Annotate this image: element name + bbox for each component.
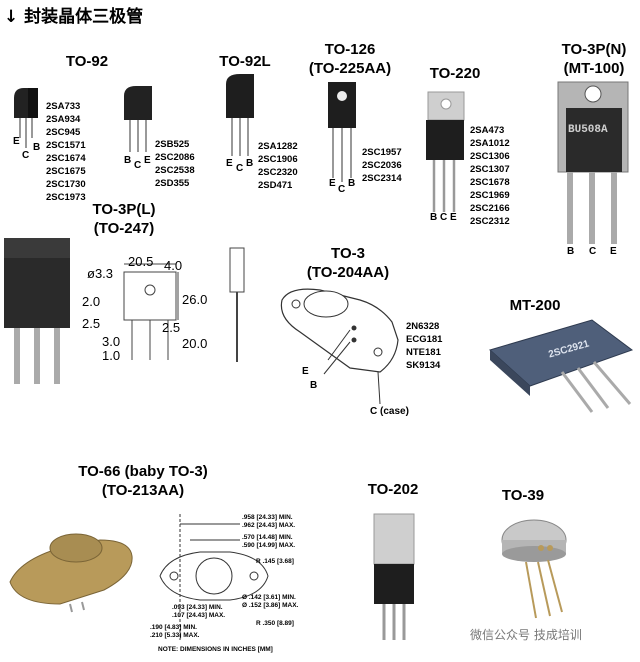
to92b-pin-e: E	[144, 155, 151, 166]
to92-pin-c: C	[22, 150, 30, 161]
to3pl-dim-d: 3.0	[102, 334, 121, 349]
to66-dim-6: R .350 [8.89]	[256, 620, 294, 627]
to3pn-title: TO-3P(N)(MT-100)	[561, 41, 627, 77]
to220-body	[426, 91, 465, 212]
to3-pin-b: B	[310, 380, 318, 391]
to66-dim-5: .093 [24.33] MIN..107 [24.43] MAX.	[172, 604, 226, 619]
to126-body	[328, 82, 356, 182]
title-text: 封装晶体三极管	[24, 7, 144, 27]
to92l-pin-e: E	[226, 158, 233, 169]
to220-title: TO-220	[429, 65, 481, 82]
to66-dim-7: .190 [4.83] MIN..210 [5.33] MAX.	[150, 624, 200, 639]
to3pn-body	[557, 81, 629, 244]
to92-body	[14, 88, 38, 148]
to202-title: TO-202	[367, 481, 419, 498]
to126-pin-c: C	[338, 184, 346, 195]
to3-title: TO-3(TO-204AA)	[306, 245, 390, 281]
to3pl-dim-width: 20.5	[128, 254, 154, 269]
to92b-body	[124, 86, 152, 152]
to3pn-pin-b: B	[567, 246, 575, 257]
watermark: 微信公众号 技成培训	[470, 628, 582, 642]
to3pl-dim-hole: ø3.3	[87, 266, 114, 281]
to3pl-dim-c: 2.5	[162, 320, 181, 335]
to92b-pin-c: C	[134, 160, 142, 171]
to92-title: TO-92	[65, 53, 109, 70]
to3pn-pin-c: C	[589, 246, 597, 257]
to3pl-dim-tab: 4.0	[164, 258, 183, 273]
to3pn-pin-e: E	[610, 246, 617, 257]
to66-dim-3: R .145 [3.68]	[256, 558, 294, 565]
to3pl-dim-lead: 20.0	[182, 336, 208, 351]
to126-pin-e: E	[329, 178, 336, 189]
to92l-title: TO-92L	[219, 53, 271, 70]
to92l-pin-c: C	[236, 163, 244, 174]
to66-note: NOTE: DIMENSIONS IN INCHES [MM]	[158, 646, 273, 653]
to220-pin-b: B	[430, 212, 438, 223]
to39-title: TO-39	[501, 487, 545, 504]
to66-dim-4: Ø .142 [3.61] MIN.Ø .152 [3.86] MAX.	[242, 594, 299, 609]
to92-pin-b: B	[33, 142, 41, 153]
to220-pin-e: E	[450, 212, 457, 223]
to66-dim-1: .958 [24.33] MIN..962 [24.43] MAX.	[242, 514, 296, 529]
to92-pin-e: E	[13, 136, 20, 147]
to126-pin-b: B	[348, 178, 356, 189]
to92b-pin-b: B	[124, 155, 132, 166]
to66-dim-2: .570 [14.48] MIN..590 [14.99] MAX.	[242, 534, 296, 549]
to126-title: TO-126(TO-225AA)	[308, 41, 392, 77]
to3pn-body-text: BU508A	[568, 124, 608, 136]
to3pl-dim-b: 2.5	[82, 316, 101, 331]
to92l-body	[226, 74, 254, 156]
down-arrow-icon: ↓	[4, 7, 19, 27]
to3pl-dim-height: 26.0	[182, 292, 208, 307]
to3-pin-c: C (case)	[370, 406, 409, 417]
to92l-pin-b: B	[246, 158, 254, 169]
mt200-title: MT-200	[509, 297, 561, 314]
to66-title: TO-66 (baby TO-3)(TO-213AA)	[78, 463, 208, 499]
to3pl-dim-a: 2.0	[82, 294, 101, 309]
to3-pin-e: E	[302, 366, 309, 377]
to3pl-title: TO-3P(L)(TO-247)	[92, 201, 156, 237]
to3pl-dim-e: 1.0	[102, 348, 121, 363]
page-title: ↓ 封装晶体三极管	[4, 2, 143, 27]
to220-pin-c: C	[440, 212, 448, 223]
